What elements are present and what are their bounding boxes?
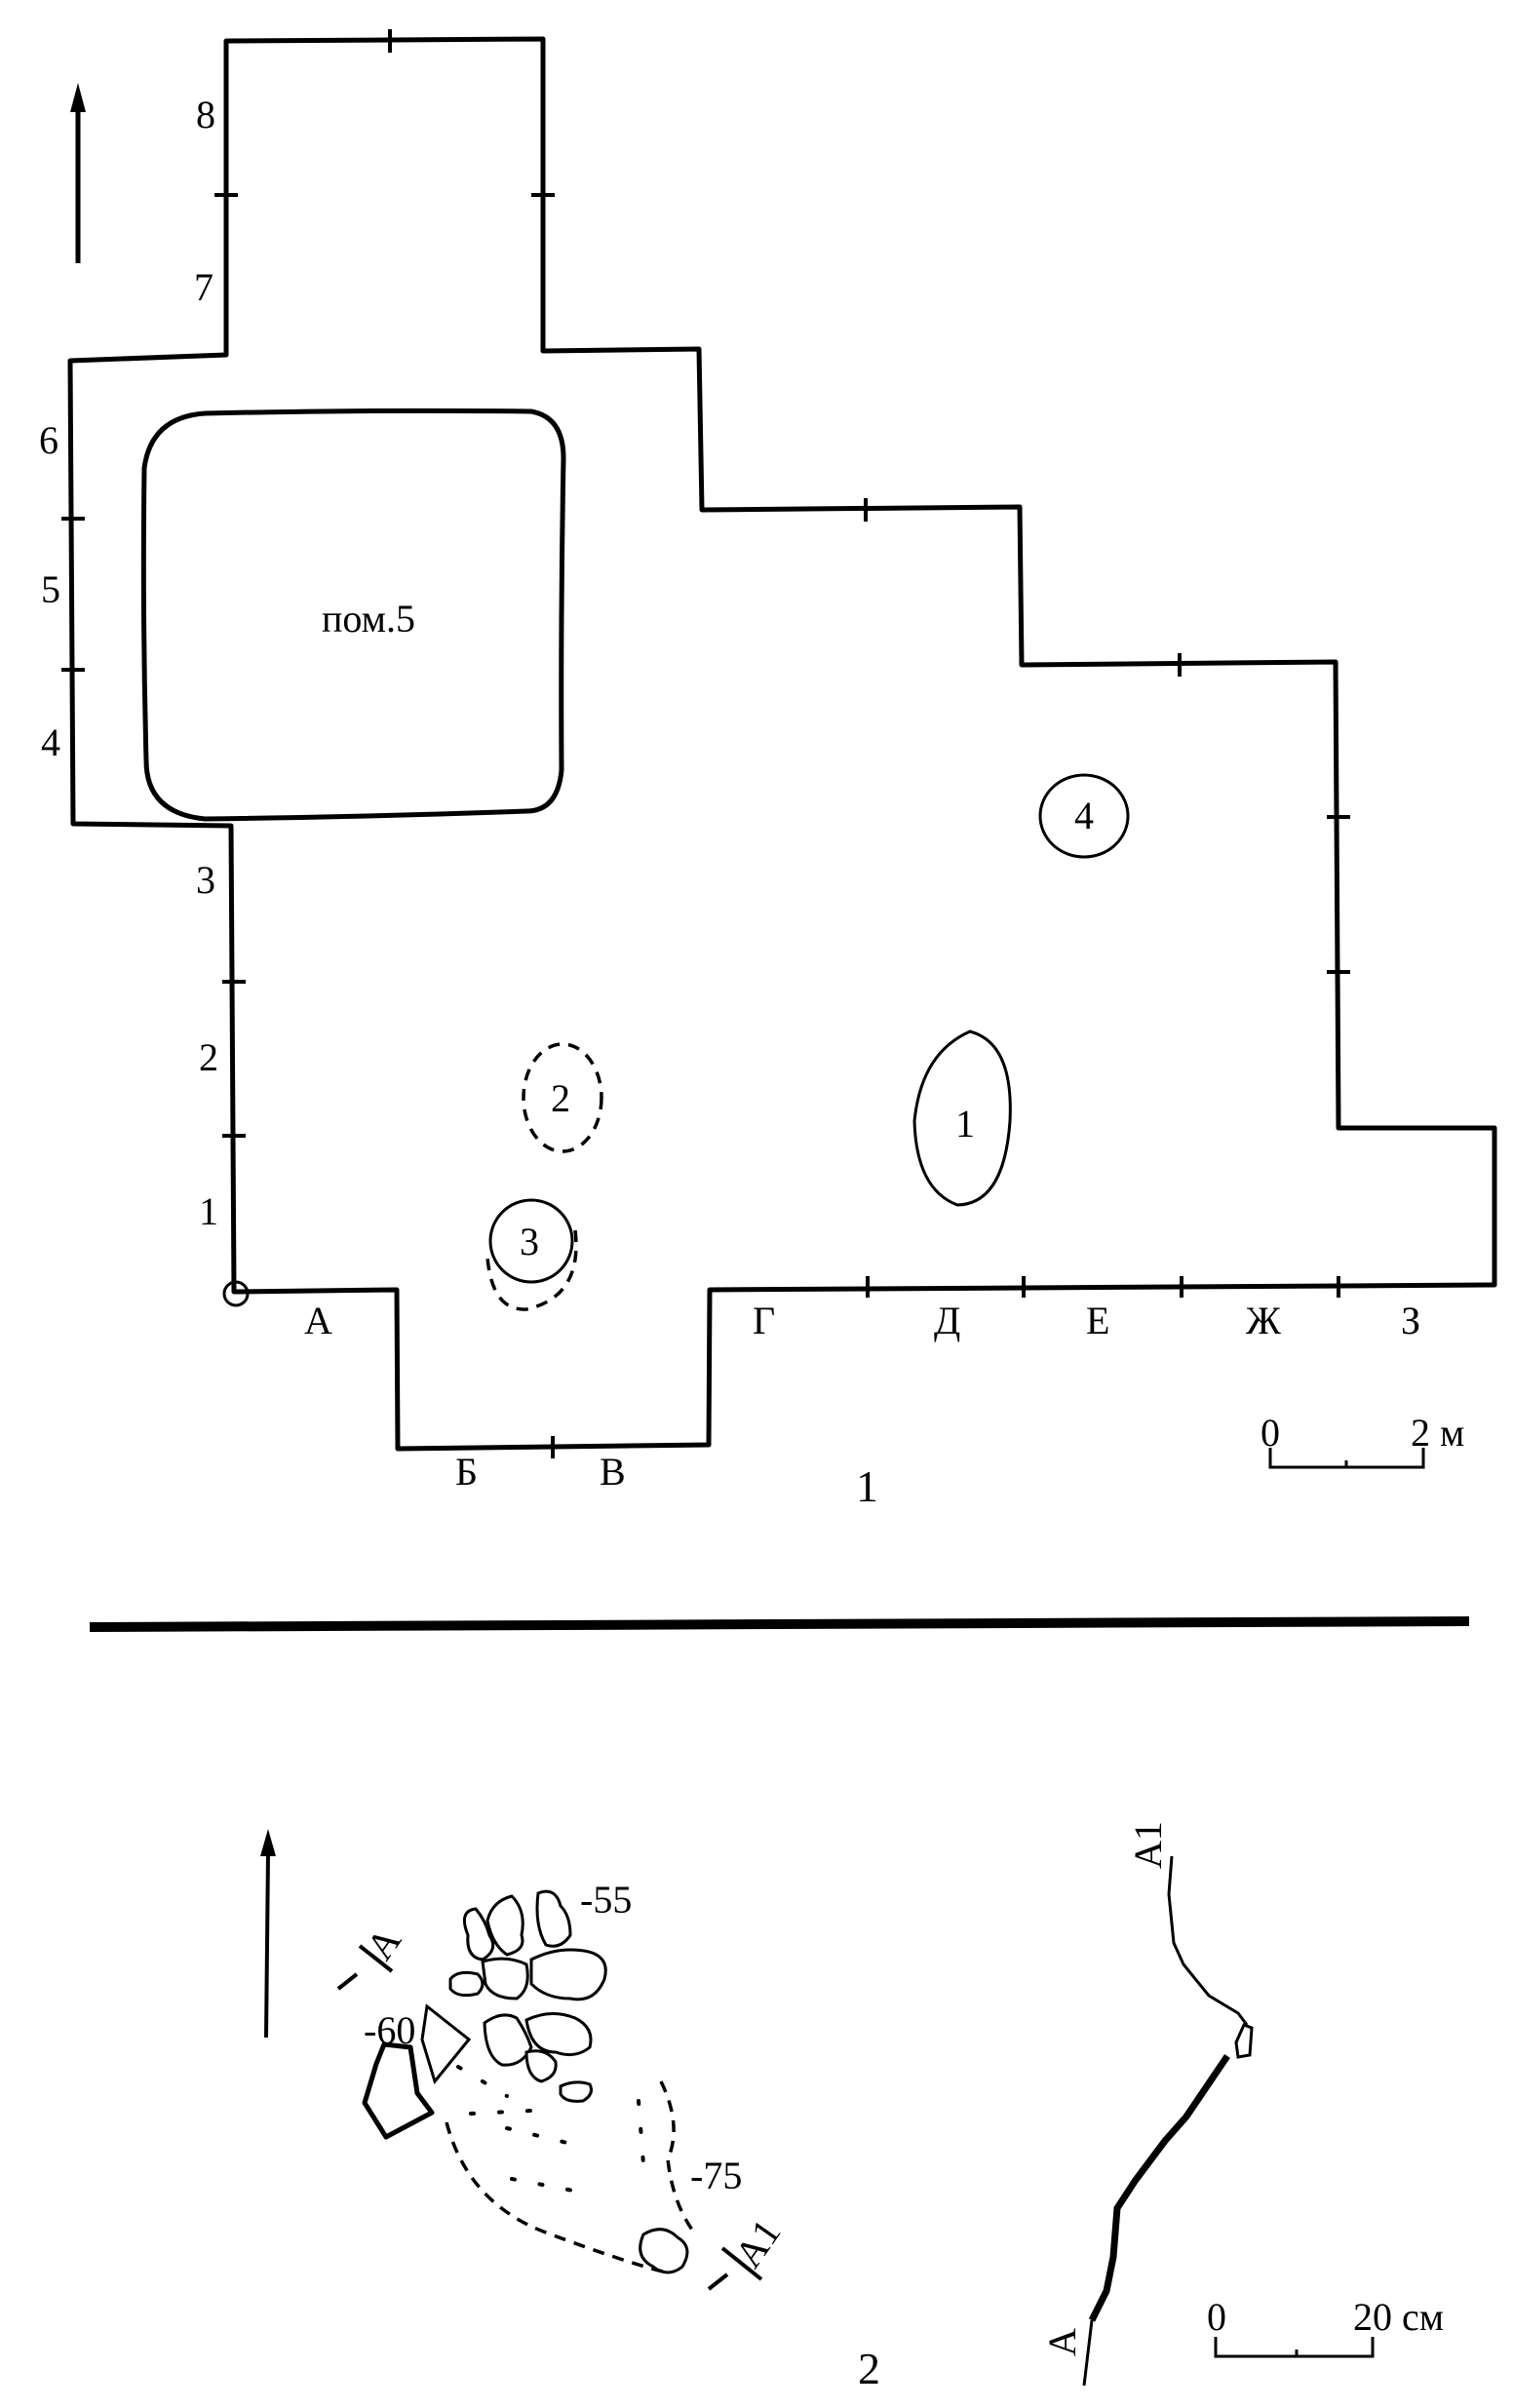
grid-ticks bbox=[61, 29, 1350, 1458]
row-label-4: 4 bbox=[41, 720, 60, 764]
scale-1-zero: 0 bbox=[1261, 1411, 1280, 1455]
scale-1-end: 2 м bbox=[1411, 1411, 1464, 1455]
pit-4 bbox=[1038, 773, 1130, 859]
datum-point bbox=[222, 1280, 250, 1307]
scale-bar-1: 0 2 м bbox=[1261, 1411, 1464, 1469]
profile-label-a: А bbox=[1040, 2328, 1084, 2356]
pit-1 bbox=[912, 1029, 1012, 1207]
col-label-b: Б bbox=[455, 1450, 478, 1494]
pit-3-label: 3 bbox=[520, 1220, 539, 1263]
stone-cluster bbox=[362, 1889, 689, 2274]
col-label-z: З bbox=[1401, 1299, 1420, 1342]
pit-3-dashed-extent bbox=[485, 1229, 578, 1311]
col-label-v: В bbox=[600, 1450, 626, 1494]
row-label-6: 6 bbox=[39, 418, 58, 462]
pit-dashed-outline bbox=[445, 2080, 696, 2273]
section-marker-a1-label: А1 bbox=[726, 2211, 790, 2275]
row-label-5: 5 bbox=[41, 567, 60, 611]
pit-2 bbox=[522, 1042, 603, 1153]
scale-2-end: 20 см bbox=[1353, 2295, 1444, 2339]
room-5-label: пом.5 bbox=[322, 597, 415, 641]
panel-divider bbox=[89, 1616, 1470, 1632]
excavation-outline bbox=[67, 36, 1497, 1452]
depth-label-60: -60 bbox=[364, 2008, 415, 2052]
col-label-a: А bbox=[304, 1299, 332, 1342]
profile-label-a1: А1 bbox=[1126, 1821, 1170, 1869]
scale-bar-2: 0 20 см bbox=[1207, 2295, 1444, 2358]
depth-label-55: -55 bbox=[580, 1878, 632, 1922]
row-label-2: 2 bbox=[199, 1035, 218, 1079]
section-profile bbox=[1082, 1855, 1254, 2387]
col-label-d: Д bbox=[934, 1299, 960, 1342]
pit-1-label: 1 bbox=[955, 1102, 975, 1146]
section-marker-a-label: А bbox=[358, 1920, 409, 1968]
room-5-outline bbox=[140, 408, 566, 822]
row-label-1: 1 bbox=[199, 1189, 218, 1233]
row-label-3: 3 bbox=[196, 858, 215, 902]
scattered-finds bbox=[456, 2065, 645, 2193]
row-label-7: 7 bbox=[194, 265, 213, 309]
section-marker-a1: А1 bbox=[707, 2211, 790, 2291]
col-label-g: Г bbox=[753, 1299, 775, 1342]
scale-2-zero: 0 bbox=[1207, 2295, 1226, 2339]
pit-2-label: 2 bbox=[551, 1076, 570, 1120]
north-arrow-2 bbox=[260, 1829, 276, 2039]
depth-label-75: -75 bbox=[690, 2154, 742, 2197]
pit-3 bbox=[488, 1198, 574, 1284]
panel-label-1: 1 bbox=[856, 1461, 878, 1511]
col-label-zh: Ж bbox=[1246, 1299, 1281, 1342]
col-label-e: Е bbox=[1086, 1299, 1109, 1342]
section-marker-a: А bbox=[336, 1920, 409, 1991]
north-arrow-1 bbox=[70, 83, 86, 263]
panel-label-2: 2 bbox=[858, 2344, 880, 2393]
row-label-8: 8 bbox=[196, 93, 215, 136]
pit-4-label: 4 bbox=[1074, 794, 1094, 837]
